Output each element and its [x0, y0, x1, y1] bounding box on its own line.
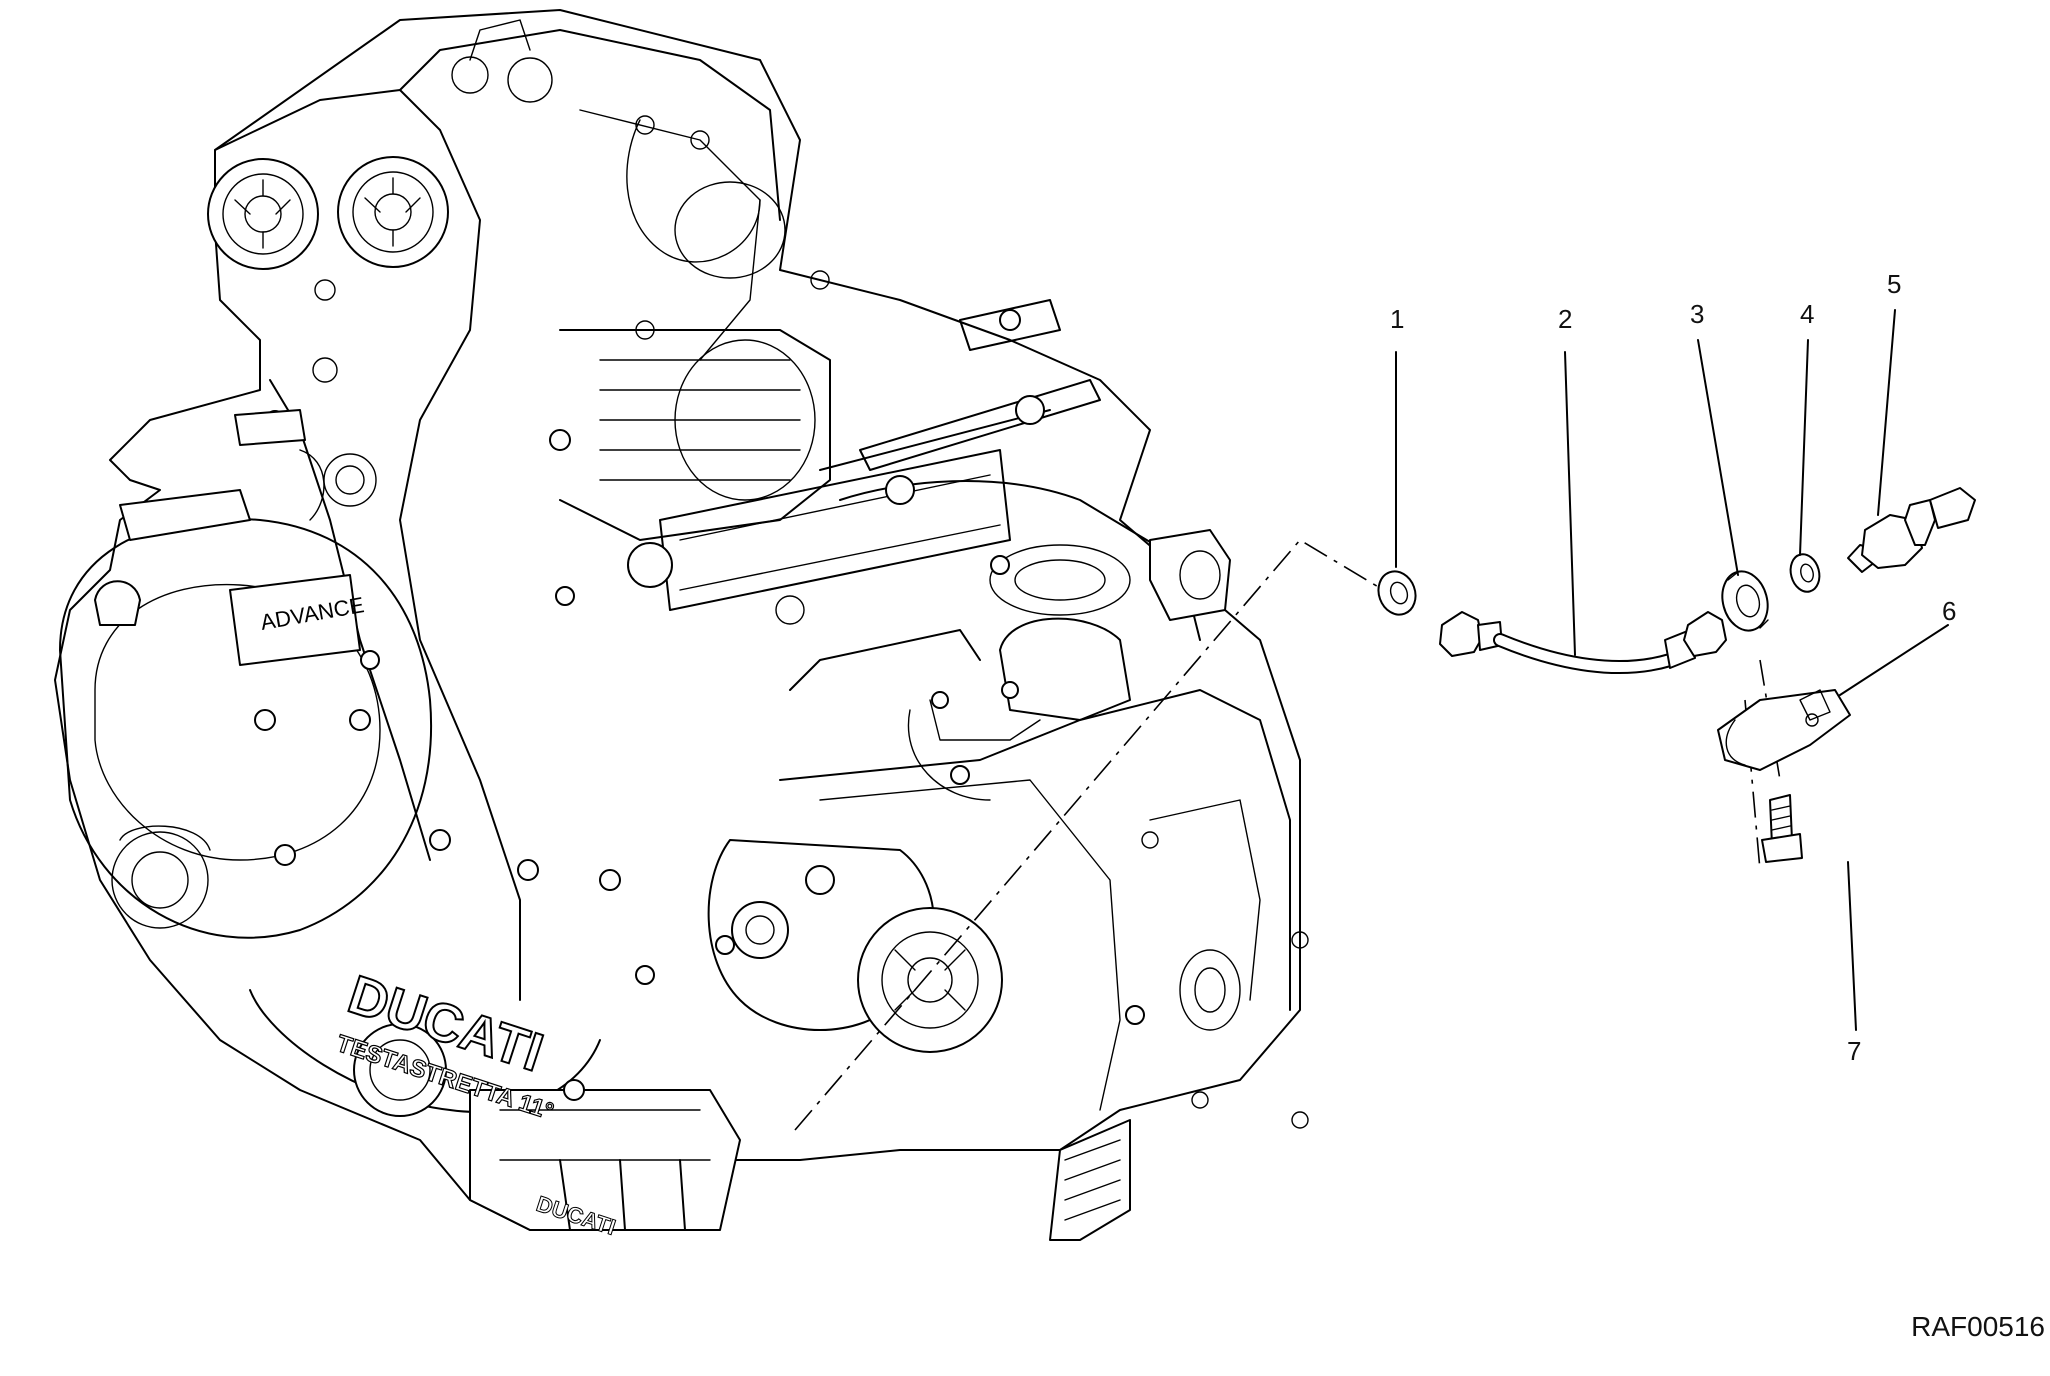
- callout-4: 4: [1800, 299, 1814, 329]
- assembly-axis-line-bracket: [1744, 699, 1761, 871]
- part-4-washer[interactable]: [1787, 551, 1824, 595]
- part-5-sensor-icon[interactable]: [1847, 487, 1976, 573]
- callout-6: 6: [1942, 596, 1956, 626]
- callout-5: 5: [1887, 269, 1901, 299]
- callout-2: 2: [1558, 304, 1572, 334]
- part-1-washer[interactable]: [1373, 566, 1422, 620]
- engine-drawing-icon: ADVANCE DUCATI TESTASTRETTA 11° DUCATI: [54, 9, 1309, 1241]
- callout-1: 1: [1390, 304, 1404, 334]
- part-3-sealing-ring[interactable]: [1716, 566, 1774, 635]
- part-2-oil-hose[interactable]: [1439, 611, 1727, 674]
- part-6-bracket-icon[interactable]: [1717, 689, 1851, 771]
- callout-3: 3: [1690, 299, 1704, 329]
- part-7-bolt-icon[interactable]: [1761, 794, 1803, 863]
- callout-7: 7: [1847, 1036, 1861, 1066]
- figure-reference-code: RAF00516: [1911, 1311, 2045, 1342]
- callout-leaders: [1395, 309, 1949, 1031]
